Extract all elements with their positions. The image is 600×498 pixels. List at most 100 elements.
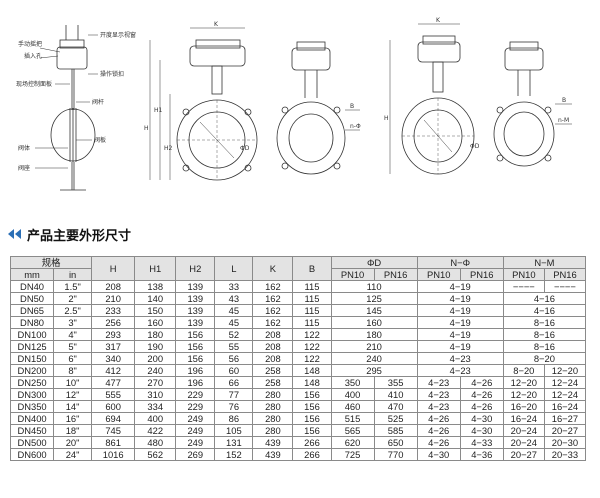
cell-n-m: 8−16 (502, 316, 587, 329)
cell-phi-d-pn10: 725 (330, 448, 375, 461)
cell-h1: 480 (134, 436, 177, 449)
cell-in: 14" (53, 400, 93, 413)
cell-n-phi-pn16: 4−26 (459, 376, 504, 389)
cell-in: 24" (53, 448, 93, 461)
cell-h: 861 (91, 436, 136, 449)
cell-h2: 229 (175, 400, 216, 413)
cell-n-m-pn10: 16−24 (502, 412, 545, 425)
cell-n-m: 4−16 (502, 304, 587, 317)
header-h: H (91, 256, 136, 281)
cell-n-m-pn16: 12−24 (543, 376, 587, 389)
cell-h1: 562 (134, 448, 177, 461)
dim-h-1: H (144, 125, 149, 132)
cell-l: 76 (214, 400, 254, 413)
cell-n-m: 8−20 (502, 352, 587, 365)
cell-n-m-pn16: 12−24 (543, 388, 587, 401)
header-spec: 规格 (9, 256, 93, 269)
dim-k-2: K (436, 17, 441, 24)
header-b: B (292, 256, 332, 281)
cell-phi-d: 180 (330, 328, 418, 341)
cell-mm: DN600 (9, 448, 55, 461)
cell-b: 122 (292, 340, 332, 353)
cell-phi-d-pn10: 350 (330, 376, 375, 389)
cell-n-m-pn10: 12−20 (502, 376, 545, 389)
cell-phi-d-pn16: 525 (373, 412, 418, 425)
cell-l: 45 (214, 316, 254, 329)
cell-h: 412 (91, 364, 136, 377)
cell-b: 148 (292, 376, 332, 389)
header-n-phi-pn10: PN10 (416, 268, 461, 281)
header-h2: H2 (175, 256, 216, 281)
cell-n-phi: 4−19 (416, 328, 504, 341)
cell-mm: DN250 (9, 376, 55, 389)
cell-h2: 156 (175, 352, 216, 365)
dim-b-1: B (350, 103, 354, 110)
cell-phi-d-pn16: 650 (373, 436, 418, 449)
dim-phi-d-1: ΦD (240, 145, 250, 152)
cell-phi-d-pn16: 585 (373, 424, 418, 437)
cell-in: 18" (53, 424, 93, 437)
cell-n-m: 8−16 (502, 328, 587, 341)
cell-n-phi: 4−19 (416, 292, 504, 305)
cell-mm: DN450 (9, 424, 55, 437)
cell-h2: 249 (175, 436, 216, 449)
drawing-lug-side: B n-M (493, 41, 572, 167)
cell-phi-d-pn10: 515 (330, 412, 375, 425)
cell-n-m-pn10: 20−24 (502, 436, 545, 449)
cell-k: 258 (252, 364, 294, 377)
cell-in: 16" (53, 412, 93, 425)
header-phi-d-pn10: PN10 (330, 268, 375, 281)
cell-k: 439 (252, 436, 294, 449)
cell-h2: 269 (175, 448, 216, 461)
cell-b: 122 (292, 328, 332, 341)
cell-n-phi-pn16: 4−30 (459, 424, 504, 437)
cell-in: 8" (53, 364, 93, 377)
cell-n-phi-pn10: 4−26 (416, 436, 461, 449)
cell-k: 162 (252, 292, 294, 305)
cell-k: 280 (252, 388, 294, 401)
cell-b: 122 (292, 352, 332, 365)
cell-mm: DN65 (9, 304, 55, 317)
cell-n-m-pn10: 16−20 (502, 400, 545, 413)
cell-phi-d-pn16: 470 (373, 400, 418, 413)
cell-phi-d-pn10: 460 (330, 400, 375, 413)
cell-n-phi: 4−23 (416, 352, 504, 365)
cell-h1: 270 (134, 376, 177, 389)
cell-n-phi-pn10: 4−23 (416, 376, 461, 389)
cell-n-phi-pn10: 4−26 (416, 412, 461, 425)
cell-h: 210 (91, 292, 136, 305)
double-chevron-icon (8, 229, 21, 239)
cell-phi-d: 295 (330, 364, 418, 377)
dim-n-m-2: n-M (558, 117, 569, 124)
cell-h1: 200 (134, 352, 177, 365)
cell-h2: 139 (175, 292, 216, 305)
cell-b: 115 (292, 316, 332, 329)
cell-n-m-pn16: 16−27 (543, 412, 587, 425)
cell-k: 439 (252, 448, 294, 461)
cell-l: 33 (214, 280, 254, 293)
cell-in: 20" (53, 436, 93, 449)
header-h1: H1 (134, 256, 177, 281)
cell-k: 208 (252, 352, 294, 365)
cell-h: 317 (91, 340, 136, 353)
cell-k: 280 (252, 400, 294, 413)
cell-phi-d: 125 (330, 292, 418, 305)
cell-mm: DN80 (9, 316, 55, 329)
cell-b: 115 (292, 304, 332, 317)
cell-l: 43 (214, 292, 254, 305)
cell-h2: 156 (175, 340, 216, 353)
cell-b: 115 (292, 292, 332, 305)
label-insert-hole: 插入孔 (24, 52, 42, 60)
cell-n-phi-pn16: 4−26 (459, 388, 504, 401)
cell-h1: 400 (134, 412, 177, 425)
cell-mm: DN500 (9, 436, 55, 449)
cell-l: 131 (214, 436, 254, 449)
cell-n-phi: 4−19 (416, 316, 504, 329)
cell-b: 156 (292, 412, 332, 425)
